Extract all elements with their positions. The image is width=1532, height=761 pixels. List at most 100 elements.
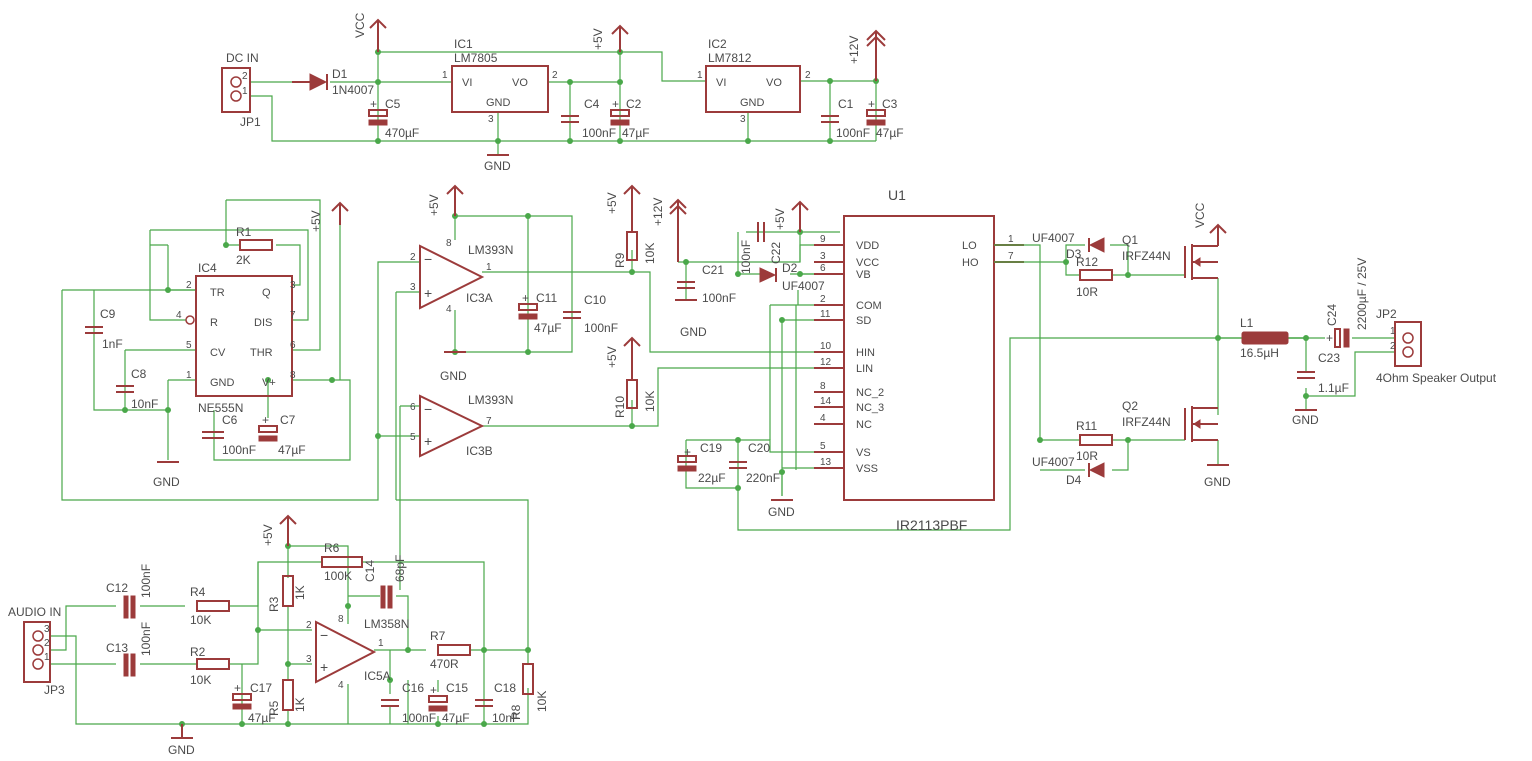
u1-pin-number: 14 <box>820 396 832 407</box>
vcc-label: VCC <box>1193 202 1207 228</box>
pin-number: 6 <box>290 340 296 351</box>
c2-value: 47µF <box>622 126 650 140</box>
u1-pin-number: 5 <box>820 441 826 452</box>
pin-number: 8 <box>446 238 452 249</box>
svg-text:+: + <box>424 285 432 301</box>
pin-number: 1 <box>186 370 192 381</box>
plus5v-label: +5V <box>605 346 619 368</box>
d2-diode <box>759 267 777 283</box>
c17-capacitor <box>232 693 252 710</box>
d3-diode <box>1088 237 1105 253</box>
pin-number: 3 <box>740 114 746 125</box>
ic2-regulator <box>705 65 801 113</box>
u1-pin-number: 3 <box>820 251 826 262</box>
d4-diode <box>1088 462 1105 478</box>
c16-value: 100nF <box>402 711 436 725</box>
pin-number: 1 <box>44 652 50 663</box>
pin-number: 1 <box>697 70 703 81</box>
plus12v-label: +12V <box>847 36 861 64</box>
c19-label: C19 <box>700 441 722 455</box>
c18-capacitor <box>475 699 493 707</box>
c21-value: 100nF <box>702 291 736 305</box>
c6-value: 100nF <box>222 443 256 457</box>
r12-value: 10R <box>1076 285 1098 299</box>
c3-value: 47µF <box>876 126 904 140</box>
gnd-label: GND <box>440 369 467 383</box>
r1-value: 2K <box>236 253 251 267</box>
c6-capacitor <box>202 431 224 439</box>
plus5v-symbol <box>279 514 297 546</box>
ic3a-part: LM393N <box>468 243 513 257</box>
c10-value: 100nF <box>584 321 618 335</box>
u1-pin-number: 6 <box>820 263 826 274</box>
svg-text:−: − <box>320 627 328 643</box>
c15-value: 47µF <box>442 711 470 725</box>
q1-value: IRFZ44N <box>1122 249 1171 263</box>
gnd-label: GND <box>680 325 707 339</box>
r5-resistor <box>282 679 294 711</box>
c8-label: C8 <box>131 367 147 381</box>
ic4-value: NE555N <box>198 401 243 415</box>
plus5v-label: +5V <box>261 524 275 546</box>
ic4-ne555 <box>195 275 293 397</box>
pin-number: 5 <box>186 340 192 351</box>
ic5a-opamp: − + <box>315 620 377 684</box>
r4-label: R4 <box>190 585 206 599</box>
r1-resistor <box>239 239 273 251</box>
d2-label: D2 <box>782 261 798 275</box>
c23-capacitor <box>1297 371 1315 379</box>
c9-label: C9 <box>100 307 116 321</box>
c4-capacitor <box>561 115 579 123</box>
r11-label: R11 <box>1076 419 1097 433</box>
gnd-label: GND <box>168 743 195 757</box>
r10-value: 10K <box>643 391 657 412</box>
plus5v-symbol <box>331 201 349 225</box>
pin-number: 2 <box>306 620 312 631</box>
c4-value: 100nF <box>582 126 616 140</box>
plus12v-symbol <box>669 198 687 262</box>
c14-capacitor <box>380 585 393 609</box>
c18-value: 10nF <box>492 711 519 725</box>
pin-number: 3 <box>410 282 416 293</box>
r7-label: R7 <box>430 629 446 643</box>
c17-value: 47µF <box>248 711 276 725</box>
ic4-pin-tr: TR <box>210 287 225 299</box>
u1-pin-number: 4 <box>820 413 826 424</box>
svg-text:−: − <box>424 251 432 267</box>
c21-label: C21 <box>702 263 724 277</box>
c6-label: C6 <box>222 413 238 427</box>
pin-number: 2 <box>410 252 416 263</box>
c14-value: 68pF <box>393 555 407 582</box>
r7-value: 470R <box>430 657 459 671</box>
u1-value: IR2113PBF <box>896 517 967 533</box>
pin-number: 4 <box>176 310 182 321</box>
c12-label: C12 <box>106 581 128 595</box>
pin-number: 2 <box>1390 341 1396 352</box>
power-supply-section: DC IN JP1 2 1 D1 1N4007 + C5 470µF IC1 L… <box>221 12 904 173</box>
r7-resistor <box>437 644 471 656</box>
u1-pin-name: VDD <box>856 240 879 252</box>
c9-capacitor <box>85 326 103 334</box>
d3-value: UF4007 <box>1032 231 1075 245</box>
dc-in-label: DC IN <box>226 51 259 65</box>
plus5v-label: +5V <box>605 192 619 214</box>
gnd-label: GND <box>768 505 795 519</box>
c19-capacitor <box>677 455 697 472</box>
jp1-connector <box>221 67 251 113</box>
c22-capacitor <box>757 222 765 242</box>
pin-number: 3 <box>290 280 296 291</box>
pin-number: 2 <box>552 70 558 81</box>
u1-pin-number: 8 <box>820 381 826 392</box>
r5-label: R5 <box>267 700 281 716</box>
u1-left-pins: 9VDD3VCC6VB2COM11SD10HIN12LIN8NC_214NC_3… <box>814 234 884 475</box>
u1-label: U1 <box>888 187 906 203</box>
c9-value: 1nF <box>102 337 123 351</box>
c16-label: C16 <box>402 681 424 695</box>
pin-number: 2 <box>44 638 50 649</box>
c12-value: 100nF <box>139 564 153 598</box>
c3-capacitor <box>866 109 886 126</box>
ic4-pin-cv: CV <box>210 347 226 359</box>
c11-label: C11 <box>536 291 557 305</box>
plus5v-symbol <box>623 336 641 380</box>
